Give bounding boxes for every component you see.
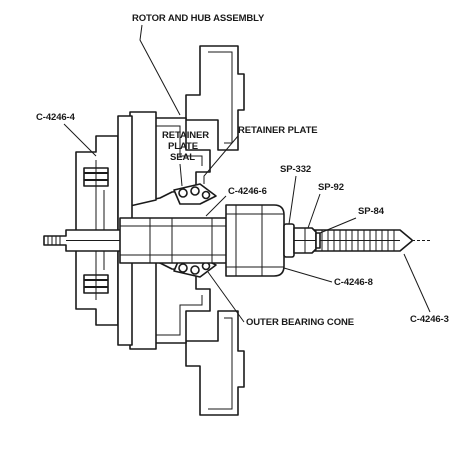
callouts: ROTOR AND HUB ASSEMBLY C-4246-4 RETAINER… bbox=[36, 13, 449, 328]
leader-c-4246-4 bbox=[63, 123, 97, 157]
sp-84-bearing bbox=[315, 232, 321, 249]
leader-sp-332 bbox=[288, 175, 297, 225]
label-sp-92: SP-92 bbox=[318, 182, 344, 193]
label-sp-332: SP-332 bbox=[280, 164, 311, 175]
sp-332-washer bbox=[283, 223, 295, 258]
leader-c-4246-8 bbox=[283, 267, 333, 283]
leader-sp-92 bbox=[307, 193, 321, 229]
label-c-4246-8: C-4246-8 bbox=[334, 277, 373, 288]
label-retainer-plate-seal-line3: SEAL bbox=[170, 152, 195, 163]
label-retainer-plate-seal-line1: RETAINER bbox=[162, 130, 209, 141]
rotor-and-hub-assembly bbox=[129, 45, 245, 416]
c-4246-8-adapter-cup bbox=[225, 204, 285, 277]
leader-rotor-and-hub bbox=[139, 24, 181, 116]
upper-bearing-cone bbox=[173, 183, 217, 205]
label-c-4246-4: C-4246-4 bbox=[36, 112, 76, 123]
label-outer-bearing-cone: OUTER BEARING CONE bbox=[246, 317, 354, 328]
label-c-4246-6: C-4246-6 bbox=[228, 186, 267, 197]
leader-outer-bearing-cone bbox=[207, 271, 245, 323]
label-retainer-plate: RETAINER PLATE bbox=[238, 125, 318, 136]
leader-retainer-plate bbox=[203, 135, 239, 184]
label-rotor-and-hub-assembly: ROTOR AND HUB ASSEMBLY bbox=[132, 13, 265, 24]
leader-c-4246-3 bbox=[403, 253, 431, 313]
leader-sp-84 bbox=[319, 217, 357, 234]
leader-retainer-plate-seal bbox=[179, 163, 183, 187]
label-retainer-plate-seal-line2: PLATE bbox=[168, 141, 198, 152]
c-4246-6-driver-sleeve bbox=[119, 217, 231, 264]
sp-92-nut bbox=[293, 227, 317, 254]
label-sp-84: SP-84 bbox=[358, 206, 385, 217]
label-c-4246-3: C-4246-3 bbox=[410, 314, 449, 325]
leader-c-4246-6 bbox=[205, 195, 227, 217]
